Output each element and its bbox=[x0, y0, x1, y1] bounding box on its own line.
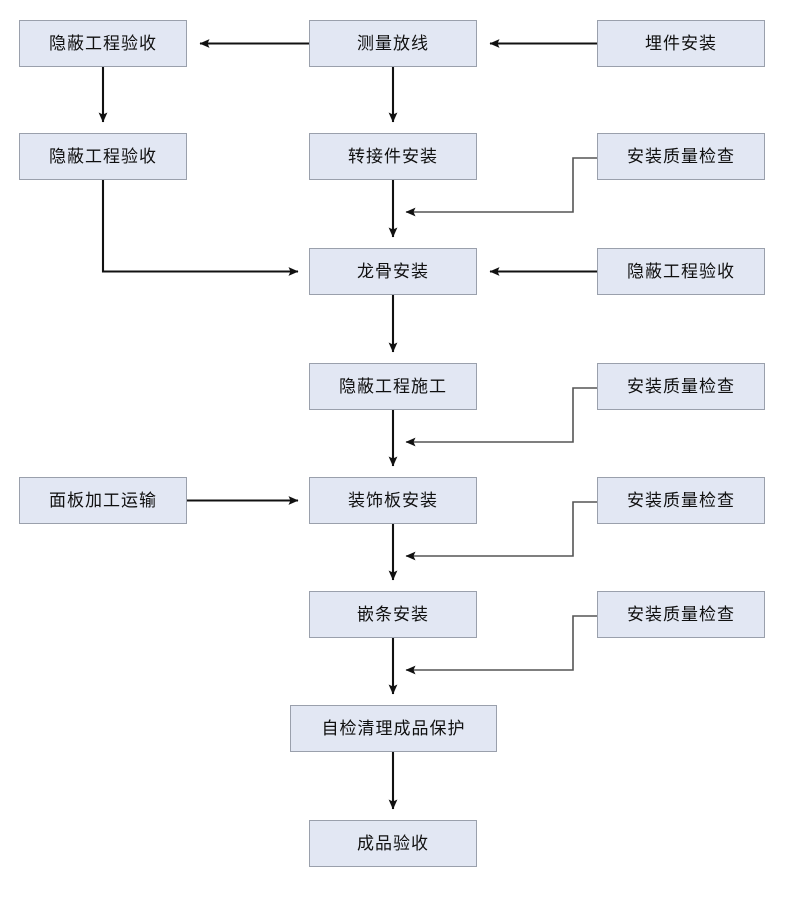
node-survey-layout[interactable]: 测量放线 bbox=[309, 20, 477, 67]
node-quality-check-4[interactable]: 安装质量检查 bbox=[597, 591, 765, 638]
node-label: 安装质量检查 bbox=[627, 147, 735, 166]
node-concealed-construction[interactable]: 隐蔽工程施工 bbox=[309, 363, 477, 410]
node-label: 测量放线 bbox=[357, 34, 429, 53]
node-label: 龙骨安装 bbox=[357, 262, 429, 281]
node-label: 安装质量检查 bbox=[627, 605, 735, 624]
node-label: 转接件安装 bbox=[348, 147, 438, 166]
node-label: 隐蔽工程验收 bbox=[49, 147, 157, 166]
node-concealed-acceptance-2[interactable]: 隐蔽工程验收 bbox=[19, 133, 187, 180]
node-keel-install[interactable]: 龙骨安装 bbox=[309, 248, 477, 295]
edge-accept2-to-keel bbox=[101, 180, 299, 276]
node-concealed-acceptance-3[interactable]: 隐蔽工程验收 bbox=[597, 248, 765, 295]
node-label: 安装质量检查 bbox=[627, 377, 735, 396]
node-label: 自检清理成品保护 bbox=[321, 719, 466, 738]
node-label: 隐蔽工程施工 bbox=[339, 377, 447, 396]
node-trim-strip-install[interactable]: 嵌条安装 bbox=[309, 591, 477, 638]
node-label: 隐蔽工程验收 bbox=[49, 34, 157, 53]
node-label: 面板加工运输 bbox=[49, 491, 157, 510]
node-adapter-install[interactable]: 转接件安装 bbox=[309, 133, 477, 180]
node-quality-check-3[interactable]: 安装质量检查 bbox=[597, 477, 765, 524]
node-decorative-panel-install[interactable]: 装饰板安装 bbox=[309, 477, 477, 524]
node-label: 成品验收 bbox=[357, 834, 429, 853]
node-label: 埋件安装 bbox=[645, 34, 717, 53]
node-embedded-part-install[interactable]: 埋件安装 bbox=[597, 20, 765, 67]
node-quality-check-2[interactable]: 安装质量检查 bbox=[597, 363, 765, 410]
node-label: 嵌条安装 bbox=[357, 605, 429, 624]
node-quality-check-1[interactable]: 安装质量检查 bbox=[597, 133, 765, 180]
node-label: 安装质量检查 bbox=[627, 491, 735, 510]
node-panel-fabrication-transport[interactable]: 面板加工运输 bbox=[19, 477, 187, 524]
node-self-inspection-cleaning-protection[interactable]: 自检清理成品保护 bbox=[290, 705, 497, 752]
node-concealed-acceptance-1[interactable]: 隐蔽工程验收 bbox=[19, 20, 187, 67]
node-final-product-acceptance[interactable]: 成品验收 bbox=[309, 820, 477, 867]
node-label: 隐蔽工程验收 bbox=[627, 262, 735, 281]
node-label: 装饰板安装 bbox=[348, 491, 438, 510]
